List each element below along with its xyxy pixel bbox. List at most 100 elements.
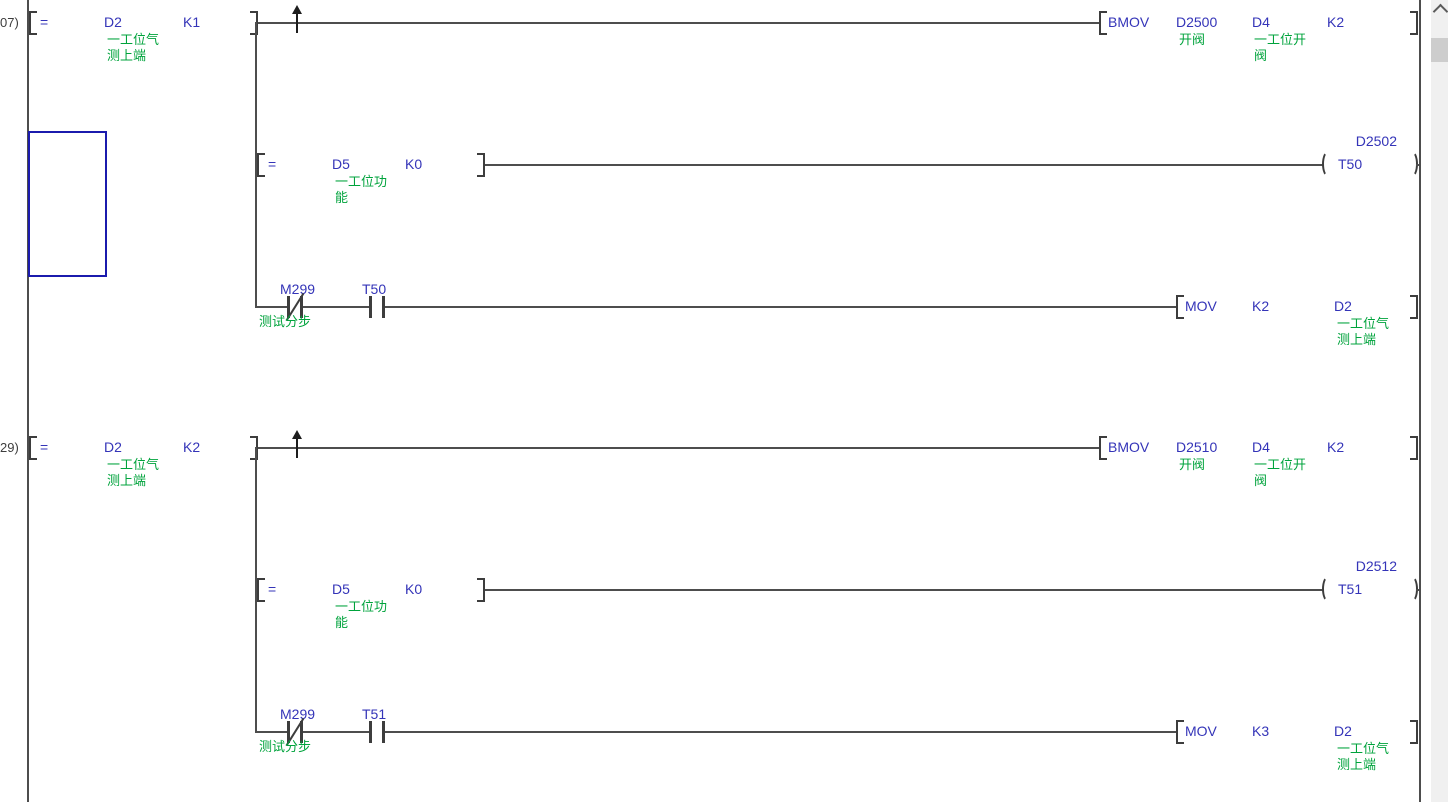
bmov-count[interactable]: K2	[1327, 439, 1345, 455]
compare-arg1[interactable]: D2	[104, 439, 122, 455]
wire	[258, 447, 1100, 449]
bmov-count[interactable]: K2	[1327, 14, 1345, 30]
coil-paren-open	[1322, 576, 1334, 602]
device-comment: 一工位气测上端	[107, 32, 159, 64]
branch-wire	[255, 22, 257, 308]
wire	[258, 22, 1100, 24]
comment-line: 一工位气	[1337, 741, 1390, 756]
compare-op[interactable]: =	[40, 14, 49, 30]
comment-line: 阀	[1254, 473, 1268, 488]
compare-bracket-open	[29, 436, 37, 460]
scroll-up-icon[interactable]	[1432, 3, 1448, 20]
bmov-src[interactable]: D2500	[1176, 14, 1218, 30]
compare-bracket-open	[257, 578, 265, 602]
compare-arg2[interactable]: K2	[183, 439, 201, 455]
wire	[255, 306, 1177, 308]
device-comment: 一工位气测上端	[107, 457, 159, 489]
mov-bracket-open	[1176, 295, 1184, 319]
device-comment: 一工位功能	[335, 599, 387, 631]
wire	[485, 164, 1324, 166]
comment-line: 阀	[1254, 48, 1268, 63]
compare-arg2[interactable]: K0	[405, 156, 423, 172]
comment-line: 测上端	[1337, 757, 1377, 772]
mov-bracket-close	[1410, 720, 1418, 744]
bmov-bracket-close	[1410, 436, 1418, 460]
wire	[255, 731, 1177, 733]
no-contact-device[interactable]: T50	[362, 281, 387, 297]
compare-bracket-close	[477, 578, 485, 602]
device-comment: 开阀	[1179, 32, 1206, 47]
compare-bracket-close	[477, 153, 485, 177]
rung-block: 29) = D2 K2 一工位气测上端 BMOV D2510 D4 K2 开阀 …	[0, 425, 1431, 802]
no-contact-device[interactable]: T51	[362, 706, 387, 722]
coil-paren-open	[1322, 151, 1334, 177]
bmov-dst[interactable]: D4	[1252, 14, 1270, 30]
bmov-bracket-open	[1099, 11, 1107, 35]
device-comment: 一工位开阀	[1254, 32, 1306, 64]
compare-arg1[interactable]: D2	[104, 14, 122, 30]
compare-arg2[interactable]: K1	[183, 14, 201, 30]
compare-bracket-close	[250, 11, 258, 35]
comment-line: 一工位功	[335, 174, 388, 189]
compare-op[interactable]: =	[268, 156, 277, 172]
nc-contact-device[interactable]: M299	[280, 281, 316, 297]
bmov-opcode[interactable]: BMOV	[1108, 14, 1150, 30]
timer-coil-device[interactable]: T51	[1338, 581, 1363, 597]
step-number: 07)	[0, 15, 19, 30]
mov-dst[interactable]: D2	[1334, 723, 1352, 739]
mov-opcode[interactable]: MOV	[1185, 723, 1217, 739]
mov-opcode[interactable]: MOV	[1185, 298, 1217, 314]
compare-arg1[interactable]: D5	[332, 581, 350, 597]
left-power-rail	[27, 0, 29, 802]
comment-line: 测上端	[107, 473, 147, 488]
compare-op[interactable]: =	[40, 439, 49, 455]
selection-cursor[interactable]	[28, 131, 107, 277]
rung-block: 07) = D2 K1 一工位气测上端 BMOV D2500 D4 K2 开阀 …	[0, 5, 1420, 348]
timer-preset: D2502	[1355, 133, 1397, 149]
bmov-bracket-open	[1099, 436, 1107, 460]
branch-up-arrow-icon	[296, 9, 298, 33]
bmov-dst[interactable]: D4	[1252, 439, 1270, 455]
device-comment: 一工位功能	[335, 174, 387, 206]
mov-src[interactable]: K2	[1252, 298, 1270, 314]
wire	[1416, 589, 1420, 591]
scrollbar-thumb[interactable]	[1431, 38, 1448, 62]
branch-up-arrow-icon	[296, 434, 298, 458]
bmov-src[interactable]: D2510	[1176, 439, 1218, 455]
timer-preset: D2512	[1355, 558, 1397, 574]
step-number: 29)	[0, 440, 19, 455]
compare-arg1[interactable]: D5	[332, 156, 350, 172]
device-comment: 测试分步	[259, 314, 312, 329]
vertical-scrollbar[interactable]	[1431, 0, 1448, 802]
compare-bracket-close	[250, 436, 258, 460]
device-comment: 开阀	[1179, 457, 1206, 472]
wire	[485, 589, 1324, 591]
no-contact[interactable]	[369, 296, 385, 318]
comment-line: 一工位开	[1254, 457, 1307, 472]
branch-up-arrow-icon	[292, 430, 302, 439]
bmov-opcode[interactable]: BMOV	[1108, 439, 1150, 455]
compare-bracket-open	[257, 153, 265, 177]
comment-line: 能	[335, 190, 349, 205]
device-comment: 测试分步	[259, 739, 312, 754]
device-comment: 一工位气测上端	[1337, 316, 1389, 348]
comment-line: 一工位功	[335, 599, 388, 614]
mov-dst[interactable]: D2	[1334, 298, 1352, 314]
comment-line: 测上端	[107, 48, 147, 63]
bmov-bracket-close	[1410, 11, 1418, 35]
nc-contact-device[interactable]: M299	[280, 706, 316, 722]
mov-bracket-close	[1410, 295, 1418, 319]
device-comment: 一工位开阀	[1254, 457, 1306, 489]
mov-src[interactable]: K3	[1252, 723, 1270, 739]
comment-line: 测上端	[1337, 332, 1377, 347]
compare-bracket-open	[29, 11, 37, 35]
compare-op[interactable]: =	[268, 581, 277, 597]
compare-arg2[interactable]: K0	[405, 581, 423, 597]
device-comment: 一工位气测上端	[1337, 741, 1389, 773]
branch-wire	[255, 447, 257, 733]
mov-bracket-open	[1176, 720, 1184, 744]
no-contact[interactable]	[369, 721, 385, 743]
comment-line: 一工位气	[107, 32, 160, 47]
timer-coil-device[interactable]: T50	[1338, 156, 1363, 172]
